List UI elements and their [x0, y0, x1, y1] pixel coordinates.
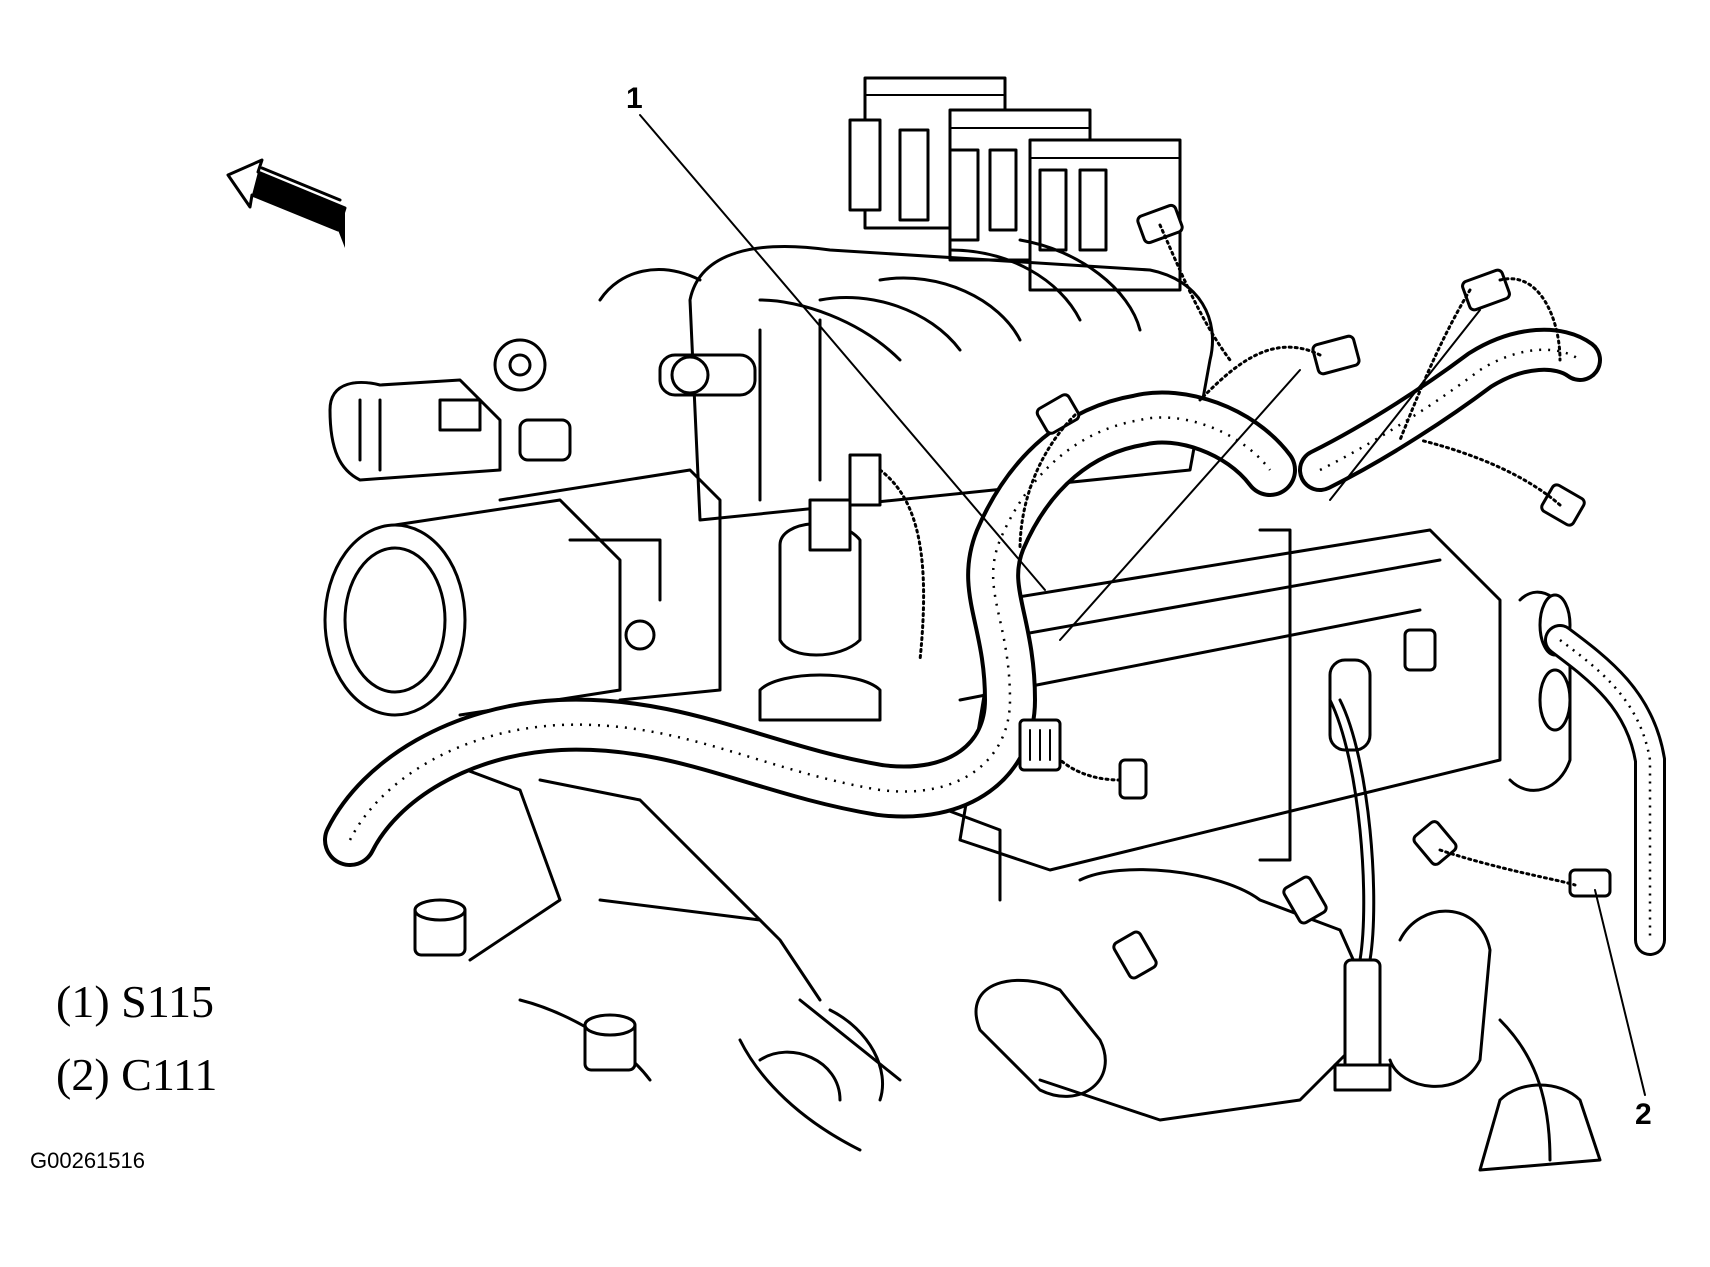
ignition-coils [848, 76, 1182, 292]
lower-engine-structure [413, 758, 822, 1082]
callout-1-label: 1 [626, 82, 643, 115]
wiring-harness-main [323, 390, 1297, 867]
front-direction-arrow-icon [226, 158, 347, 248]
intake-manifold [598, 238, 1214, 522]
egr-valve [758, 453, 926, 722]
legend-item-s115: (1) S115 [56, 976, 215, 1027]
diagram-frame-lines [738, 1018, 1552, 1162]
legend-item-c111: (2) C111 [56, 1049, 218, 1100]
wiring-harness-rear [1298, 327, 1666, 956]
throttle-body [323, 338, 722, 717]
figure-id: G00261516 [30, 1148, 145, 1173]
callout-2-label: 2 [1635, 1098, 1652, 1131]
exhaust-manifold [758, 698, 1602, 1172]
callout-leader-lines [639, 114, 1646, 1096]
sensor-connectors [1018, 203, 1612, 980]
